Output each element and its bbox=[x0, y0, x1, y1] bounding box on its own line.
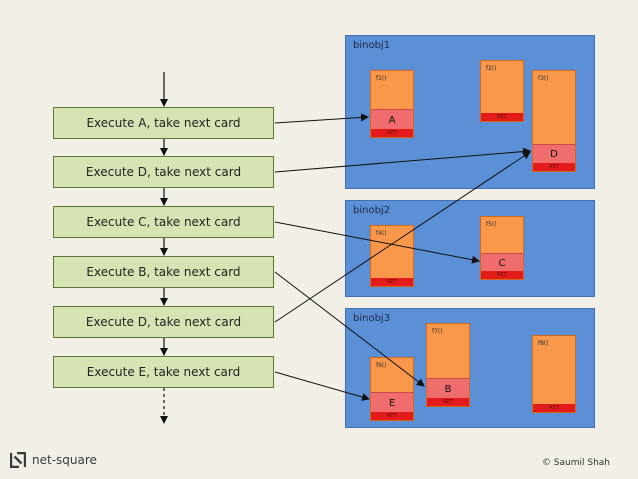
function-f3: f3() D RET bbox=[532, 70, 576, 172]
card-execute-a: Execute A, take next card bbox=[53, 107, 274, 139]
ret-block: RET bbox=[371, 412, 413, 420]
ret-block: RET bbox=[481, 271, 523, 279]
card-execute-b: Execute B, take next card bbox=[53, 256, 274, 288]
panel-binobj1: binobj1 f1() A RET f2() RET f3() D RET bbox=[345, 35, 595, 189]
function-label: f8() bbox=[538, 340, 549, 347]
card-execute-e: Execute E, take next card bbox=[53, 356, 274, 388]
function-f2: f2() RET bbox=[480, 60, 524, 122]
gadget-slot-b: B bbox=[427, 378, 469, 400]
function-f4: f4() RET bbox=[370, 225, 414, 287]
function-label: f1() bbox=[376, 75, 387, 82]
gadget-slot-a: A bbox=[371, 109, 413, 131]
panel-binobj3: binobj3 f6() E RET f7() B RET f8() RET bbox=[345, 308, 595, 428]
ret-block: RET bbox=[371, 129, 413, 137]
card-execute-d-second: Execute D, take next card bbox=[53, 306, 274, 338]
ret-block: RET bbox=[533, 404, 575, 412]
panel-title: binobj3 bbox=[353, 313, 391, 324]
function-f5: f5() C RET bbox=[480, 216, 524, 280]
gadget-slot-e: E bbox=[371, 392, 413, 414]
card-execute-d-first: Execute D, take next card bbox=[53, 156, 274, 188]
panel-title: binobj1 bbox=[353, 40, 391, 51]
brand-logo: net-square bbox=[9, 451, 97, 469]
function-label: f4() bbox=[376, 230, 387, 237]
net-square-logo-icon bbox=[9, 451, 27, 469]
function-f8: f8() RET bbox=[532, 335, 576, 413]
ret-block: RET bbox=[371, 278, 413, 286]
function-label: f5() bbox=[486, 221, 497, 228]
function-label: f2() bbox=[486, 65, 497, 72]
function-label: f6() bbox=[376, 362, 387, 369]
ret-block: RET bbox=[533, 163, 575, 171]
function-f1: f1() A RET bbox=[370, 70, 414, 138]
gadget-slot-c: C bbox=[481, 253, 523, 273]
ret-block: RET bbox=[427, 398, 469, 406]
panel-binobj2: binobj2 f4() RET f5() C RET bbox=[345, 200, 595, 297]
card-execute-c: Execute C, take next card bbox=[53, 206, 274, 238]
copyright-notice: © Saumil Shah bbox=[541, 458, 610, 468]
panel-title: binobj2 bbox=[353, 205, 391, 216]
gadget-slot-d: D bbox=[533, 144, 575, 164]
function-label: f3() bbox=[538, 75, 549, 82]
brand-name: net-square bbox=[32, 453, 97, 467]
function-f7: f7() B RET bbox=[426, 323, 470, 407]
function-label: f7() bbox=[432, 328, 443, 335]
function-f6: f6() E RET bbox=[370, 357, 414, 421]
ret-block: RET bbox=[481, 113, 523, 121]
